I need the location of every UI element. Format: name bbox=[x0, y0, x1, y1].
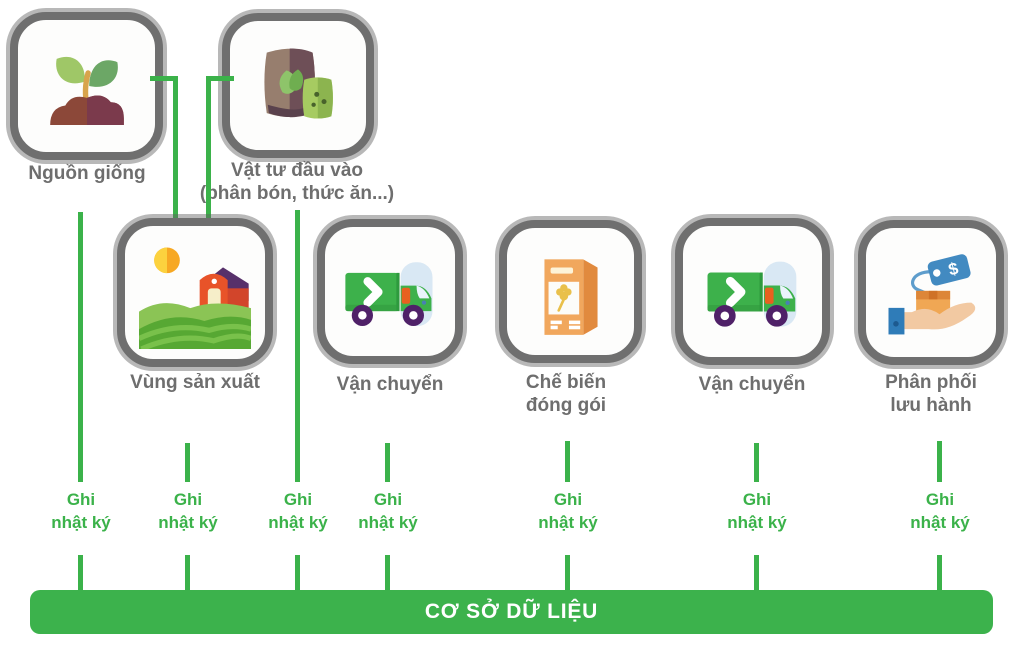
log-line-transport1-lower bbox=[385, 555, 390, 591]
log-label: Ghi nhật ký bbox=[268, 490, 328, 532]
connector-seed-to-production-v bbox=[173, 76, 178, 219]
connector-seed-to-production-h bbox=[150, 76, 178, 81]
log-line-transport1-upper bbox=[385, 443, 390, 482]
hand-box-price-tag-icon: $ bbox=[888, 253, 976, 334]
delivery-truck-icon bbox=[345, 261, 433, 326]
delivery-truck-icon bbox=[707, 261, 796, 327]
database-bar-label: CƠ SỞ DỮ LIỆU bbox=[424, 600, 599, 623]
log-line-seed-source-upper bbox=[78, 212, 83, 482]
log-line-seed-source-lower bbox=[78, 555, 83, 591]
log-label: Ghi nhật ký bbox=[158, 490, 218, 532]
station-transport-2 bbox=[675, 218, 830, 365]
connector-inputs-to-production-v bbox=[206, 76, 211, 219]
sprout-icon bbox=[49, 56, 124, 125]
station-production-area bbox=[117, 218, 273, 367]
station-label-transport-2: Vận chuyển bbox=[698, 374, 806, 395]
log-label: Ghi nhật ký bbox=[727, 490, 787, 532]
log-label: Ghi nhật ký bbox=[538, 490, 598, 532]
log-label: Ghi nhật ký bbox=[910, 490, 970, 532]
station-distribution: $ bbox=[858, 220, 1004, 365]
supplies-barrels-icon bbox=[264, 48, 333, 119]
station-processing-packaging bbox=[499, 220, 642, 363]
log-line-processing-lower bbox=[565, 555, 570, 591]
log-label: Ghi nhật ký bbox=[51, 490, 111, 532]
log-line-distribution-upper bbox=[937, 441, 942, 482]
station-label-transport-1: Vận chuyển bbox=[336, 374, 444, 395]
log-line-distribution-lower bbox=[937, 555, 942, 591]
station-label-input-materials: Vật tư đầu vào (phân bón, thức ăn...) bbox=[199, 160, 395, 205]
station-label-processing-packaging: Chế biến đóng gói bbox=[525, 372, 607, 417]
log-line-processing-upper bbox=[565, 441, 570, 482]
log-line-transport2-upper bbox=[754, 443, 759, 482]
log-line-production-upper bbox=[185, 443, 190, 482]
station-seed-source bbox=[10, 12, 163, 160]
farm-icon bbox=[139, 247, 251, 349]
log-line-inputs-upper bbox=[295, 210, 300, 482]
connector-inputs-to-production-h bbox=[206, 76, 234, 81]
database-bar: CƠ SỞ DỮ LIỆU bbox=[30, 590, 993, 634]
package-bag-icon bbox=[543, 258, 598, 335]
station-label-production-area: Vùng sản xuất bbox=[130, 372, 260, 393]
station-label-distribution: Phân phối lưu hành bbox=[885, 372, 977, 417]
station-label-seed-source: Nguồn giống bbox=[28, 163, 146, 184]
station-transport-1 bbox=[317, 219, 463, 364]
log-line-production-lower bbox=[185, 555, 190, 591]
log-label: Ghi nhật ký bbox=[358, 490, 418, 532]
log-line-transport2-lower bbox=[754, 555, 759, 591]
station-input-materials bbox=[222, 13, 374, 158]
log-line-inputs-lower bbox=[295, 555, 300, 591]
